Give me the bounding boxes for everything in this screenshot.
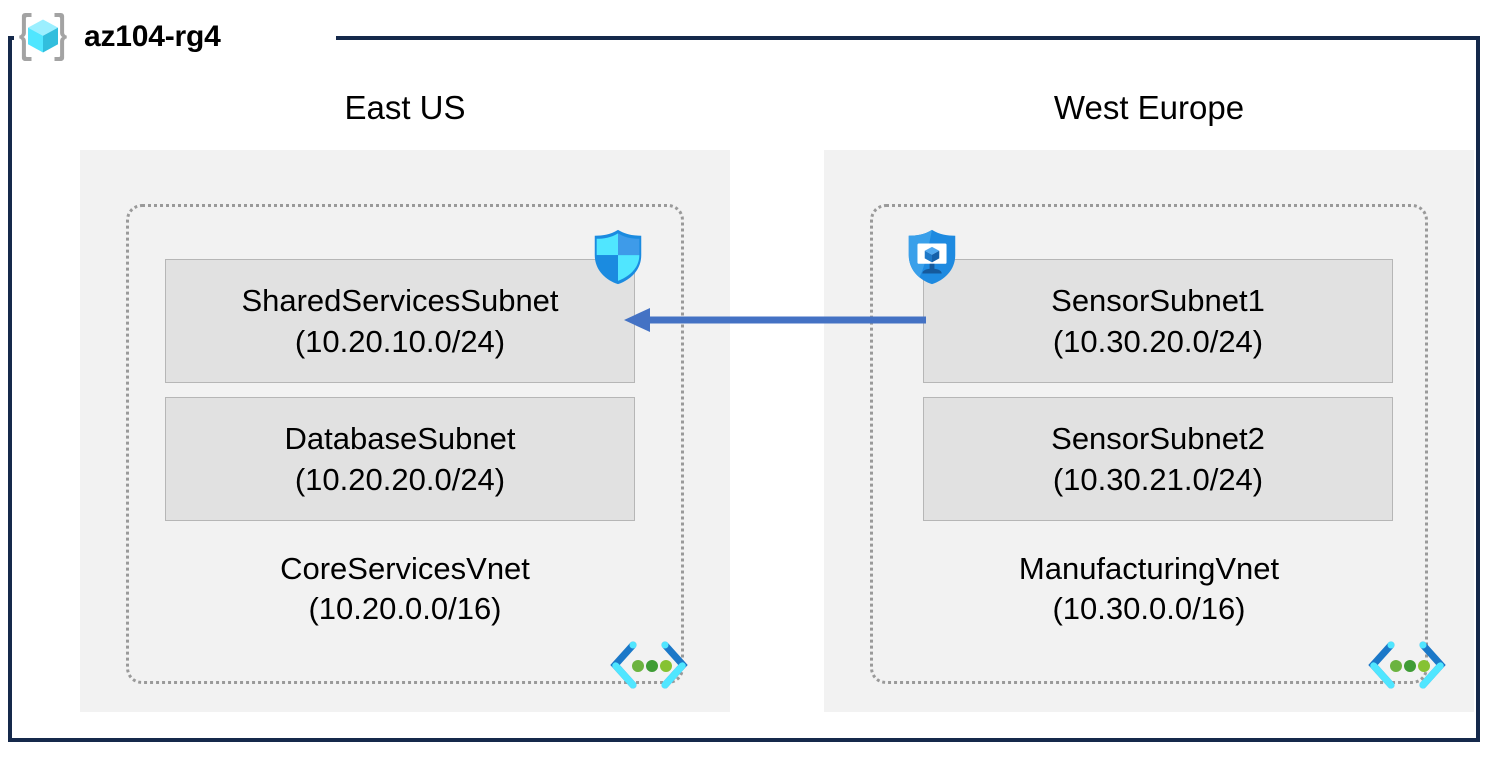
subnet-sharedservicessubnet[interactable]: SharedServicesSubnet (10.20.10.0/24) <box>165 259 635 383</box>
arrow-head-icon <box>624 308 650 332</box>
subnet-cidr: (10.30.20.0/24) <box>1052 324 1264 359</box>
subnet-name: DatabaseSubnet <box>284 421 516 456</box>
vnet-peering-arrow <box>624 308 926 332</box>
subnet-name: SensorSubnet2 <box>1051 421 1265 456</box>
subnet-name: SensorSubnet1 <box>1051 283 1265 318</box>
resource-group-container <box>8 36 1480 742</box>
region-east-us: East US SharedServicesSubnet (10.20.10.0… <box>80 88 730 726</box>
vnet-cidr: (10.20.0.0/16) <box>308 591 502 626</box>
resource-group-title-gap <box>14 18 336 56</box>
resource-group-cube-icon <box>19 13 67 61</box>
region-label: West Europe <box>1053 89 1245 126</box>
resource-group-header: az104-rg4 <box>14 8 221 66</box>
resource-group-name: az104-rg4 <box>84 20 221 53</box>
region-label: East US <box>344 89 466 126</box>
vnet-coreservicesvnet[interactable]: SharedServicesSubnet (10.20.10.0/24) Dat… <box>126 204 688 689</box>
subnet-cidr: (10.20.10.0/24) <box>294 324 506 359</box>
virtual-network-icon <box>1368 641 1446 689</box>
vnet-manufacturingvnet[interactable]: SensorSubnet1 (10.30.20.0/24) SensorSubn… <box>870 204 1446 689</box>
subnet-sensorsubnet2[interactable]: SensorSubnet2 (10.30.21.0/24) <box>923 397 1393 521</box>
region-west-europe: West Europe SensorSubnet1 (10.30.20.0/24… <box>824 88 1474 726</box>
subnet-cidr: (10.30.21.0/24) <box>1052 462 1264 497</box>
virtual-network-icon <box>610 641 688 689</box>
subnet-name: SharedServicesSubnet <box>241 283 559 318</box>
vnet-cidr: (10.30.0.0/16) <box>1052 591 1246 626</box>
subnet-cidr: (10.20.20.0/24) <box>294 462 506 497</box>
vnet-name: CoreServicesVnet <box>280 551 530 586</box>
application-security-group-shield-icon <box>908 229 956 285</box>
subnet-sensorsubnet1[interactable]: SensorSubnet1 (10.30.20.0/24) <box>923 259 1393 383</box>
network-security-group-shield-icon <box>594 229 642 285</box>
subnet-databasesubnet[interactable]: DatabaseSubnet (10.20.20.0/24) <box>165 397 635 521</box>
vnet-name: ManufacturingVnet <box>1018 551 1280 586</box>
cube-glyph <box>28 19 58 53</box>
